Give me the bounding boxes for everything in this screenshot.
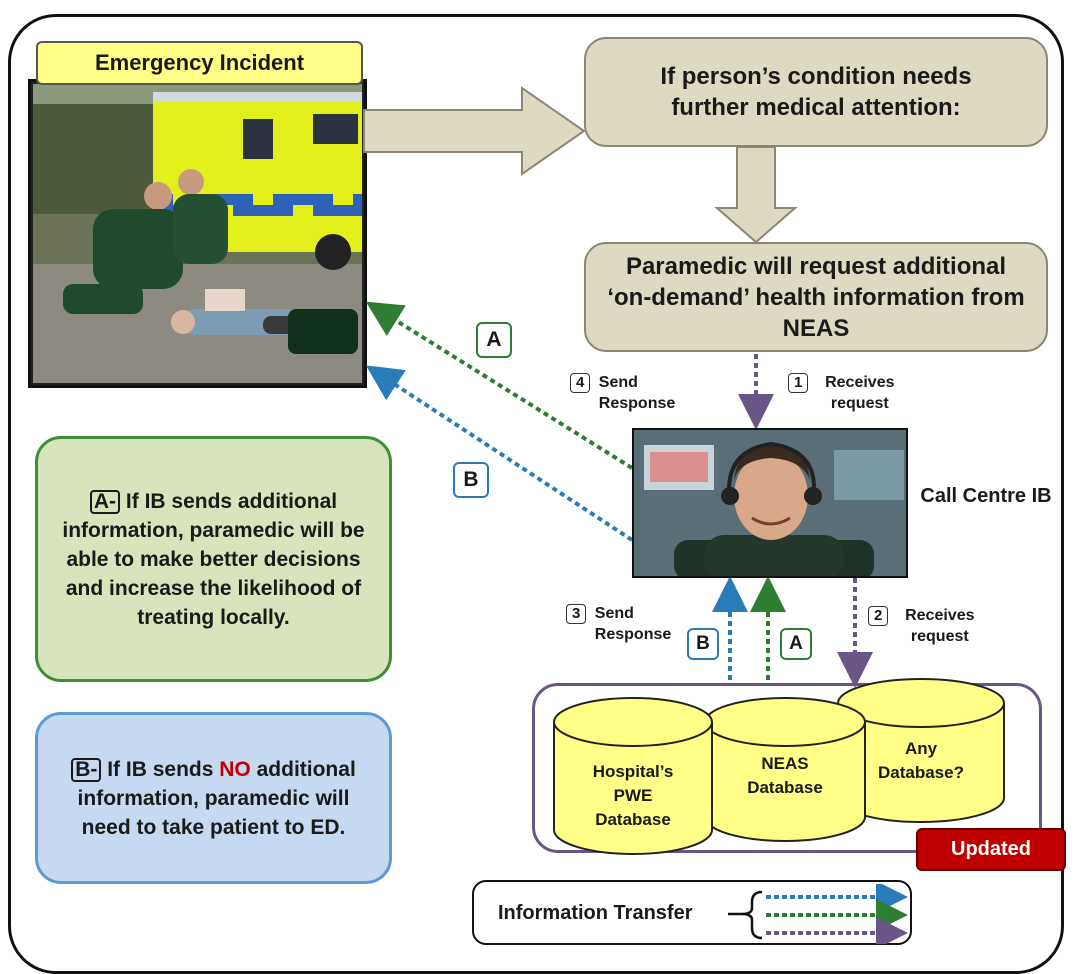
note-b-text-after: additional information, paramedic will n… [77,757,356,839]
step-3-number: 3 [566,604,587,624]
step-4-text: Send Response [598,374,676,412]
step-1-label: 1 Receives request [788,372,903,414]
path-b-label-bottom: B [687,628,719,660]
database-cylinder-any [837,678,1005,823]
block-arrow-down [714,146,798,244]
path-a-label-bottom: A [780,628,812,660]
step-3-label: 3 Send Response [566,603,680,645]
step-1-text: Receives request [825,374,895,412]
request-box: Paramedic will request additional ‘on-de… [584,242,1048,352]
condition-box: If person’s condition needs further medi… [584,37,1048,147]
note-path-a: A- If IB sends additional information, p… [35,436,392,682]
step-1-number: 1 [788,373,809,393]
step-3-text: Send Response [594,605,672,643]
incident-title: Emergency Incident [36,41,363,85]
database-cylinder-neas [704,697,866,842]
call-centre-photo [632,428,908,578]
legend-brace [741,890,763,940]
step-2-label: 2 Receives request [868,605,983,647]
path-a-label-top: A [476,322,512,358]
note-b-tag: B- [71,757,102,782]
legend: Information Transfer [472,880,912,945]
emergency-incident-photo [31,82,364,385]
database-label-hospital: Hospital’s PWE Database [592,762,674,829]
step-2-text: Receives request [905,607,975,645]
path-b-label-top: B [453,462,489,498]
request-box-text: Paramedic will request additional ‘on-de… [607,252,1025,342]
note-path-b: B- If IB sends NO additional information… [35,712,392,884]
block-arrow-right [363,86,586,176]
step-4-number: 4 [570,373,591,393]
note-a-tag: A- [89,489,121,514]
legend-label: Information Transfer [498,902,693,924]
database-group [532,683,1042,853]
step-4-label: 4 Send Response [570,372,684,414]
step-2-number: 2 [868,606,889,626]
arrow-blue-to-paramedic [365,365,634,542]
note-a-text: If IB sends additional information, para… [62,489,365,629]
call-centre-label: Call Centre IB [920,485,1052,507]
updated-badge: Updated [916,828,1066,871]
legend-arrows [728,884,908,944]
database-cylinder-hospital [553,697,713,855]
note-b-emphasis: NO [219,757,251,781]
database-label-neas: NEAS Database [747,754,823,797]
note-b-text-before: If IB sends [107,757,214,781]
condition-box-text: If person’s condition needs further medi… [660,63,972,121]
database-label-any: Any Database? [878,739,964,782]
